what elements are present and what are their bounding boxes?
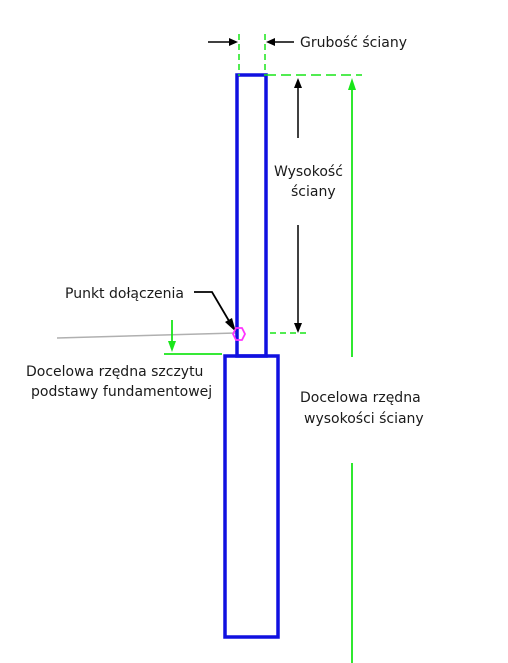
footing-top-arrowhead [168, 341, 176, 352]
wall-height-arrowhead-bottom [294, 323, 302, 333]
label-wall-height-line2: ściany [291, 184, 336, 200]
attach-point-leader [194, 291, 233, 327]
thickness-arrowhead-left [229, 38, 238, 46]
label-footing-top-line2: podstawy fundamentowej [31, 384, 212, 400]
label-wall-height-line1: Wysokość [274, 164, 343, 180]
label-wall-elevation-line2: wysokości ściany [304, 411, 424, 427]
wall-elevation-arrowhead [348, 78, 356, 90]
wall-height-arrowhead-top [294, 78, 302, 88]
ground-reference-line [56, 332, 237, 339]
label-attach-point: Punkt dołączenia [65, 286, 184, 302]
label-wall-thickness: Grubość ściany [300, 35, 407, 51]
wall-rectangle [235, 73, 268, 358]
footing-rectangle [223, 354, 280, 639]
attach-point-leader-arrowhead [225, 318, 236, 332]
thickness-arrowhead-right [266, 38, 275, 46]
label-wall-elevation-line1: Docelowa rzędna [300, 390, 421, 406]
label-footing-top-line1: Docelowa rzędna szczytu [26, 364, 203, 380]
attach-point-marker [231, 327, 247, 341]
